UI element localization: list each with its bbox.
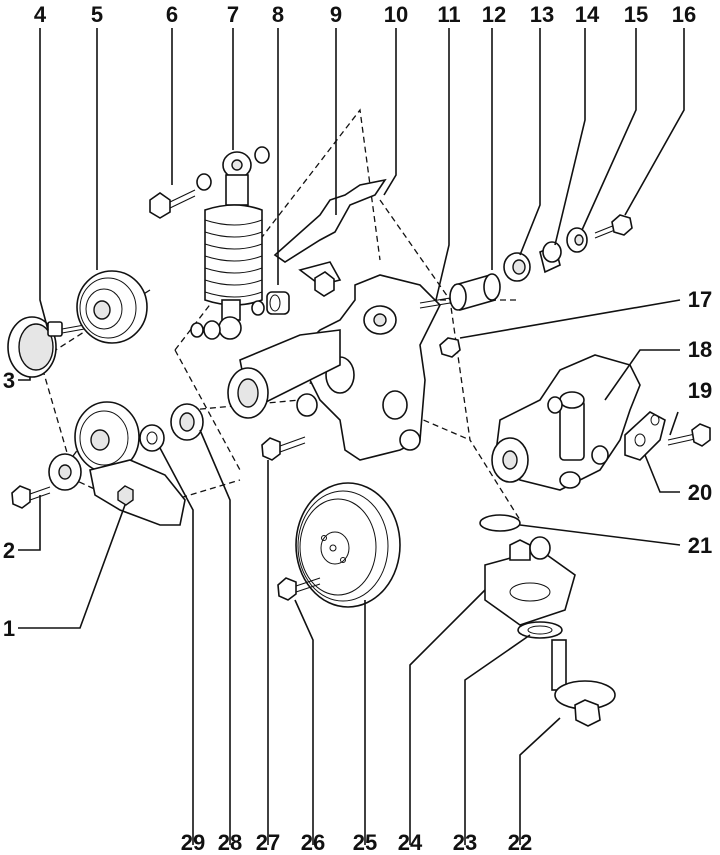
callout-13: 13 [530, 2, 554, 27]
mounting-bracket [227, 274, 441, 461]
part-2-bolt [11, 485, 51, 509]
part-3-cap [7, 316, 57, 378]
callout-22: 22 [508, 830, 532, 855]
part-21-o-ring [479, 514, 521, 532]
part-17-nut [439, 337, 461, 358]
part-11-stud [419, 297, 451, 309]
part-12-sleeve [449, 273, 501, 312]
part-26-bolt [277, 577, 321, 601]
part-1-tensioner-arm [48, 401, 186, 526]
part-13-bushing [503, 252, 531, 282]
callout-9: 9 [330, 2, 342, 27]
part-19-bolt [667, 423, 711, 447]
callout-18: 18 [688, 337, 712, 362]
callout-24: 24 [398, 830, 423, 855]
part-7-tensioner-damper [190, 146, 270, 340]
callout-20: 20 [688, 480, 712, 505]
part-27-bolt [261, 436, 306, 461]
callout-21: 21 [688, 533, 712, 558]
callout-5: 5 [91, 2, 103, 27]
callout-16: 16 [672, 2, 696, 27]
callout-12: 12 [482, 2, 506, 27]
part-8-bushing [251, 291, 290, 316]
callout-19: 19 [688, 378, 712, 403]
callout-11: 11 [437, 2, 460, 27]
callout-4: 4 [34, 2, 47, 27]
callout-29: 29 [181, 830, 205, 855]
callout-10: 10 [384, 2, 408, 27]
part-20-plate [624, 411, 666, 461]
parts-drawing [7, 108, 711, 727]
leader-lines [18, 28, 685, 845]
part-24-housing [484, 536, 576, 626]
part-29-bushing [139, 424, 165, 452]
callout-17: 17 [688, 287, 712, 312]
part-28-washer [170, 403, 204, 441]
part-15-washer [566, 227, 588, 253]
callout-23: 23 [453, 830, 477, 855]
callout-27: 27 [256, 830, 280, 855]
part-22-bolt [551, 639, 616, 727]
callout-7: 7 [227, 2, 239, 27]
callout-14: 14 [575, 2, 600, 27]
callout-1: 1 [3, 616, 15, 641]
callout-3: 3 [3, 368, 15, 393]
part-18-pump [491, 354, 641, 491]
callout-28: 28 [218, 830, 242, 855]
part-5-pulley [76, 270, 148, 344]
callout-6: 6 [166, 2, 178, 27]
part-9-plate [273, 178, 387, 297]
callout-numbers: 4 5 6 7 8 9 10 11 12 13 14 15 16 17 18 1… [3, 2, 712, 855]
callout-2: 2 [3, 538, 15, 563]
callout-15: 15 [624, 2, 648, 27]
callout-8: 8 [272, 2, 284, 27]
part-25-pulley [295, 482, 401, 608]
callout-25: 25 [353, 830, 377, 855]
part-14-spacer [539, 241, 562, 274]
part-23-seal [517, 621, 563, 639]
callout-26: 26 [301, 830, 325, 855]
part-6-bolt [149, 173, 212, 219]
part-16-bolt [594, 214, 633, 239]
